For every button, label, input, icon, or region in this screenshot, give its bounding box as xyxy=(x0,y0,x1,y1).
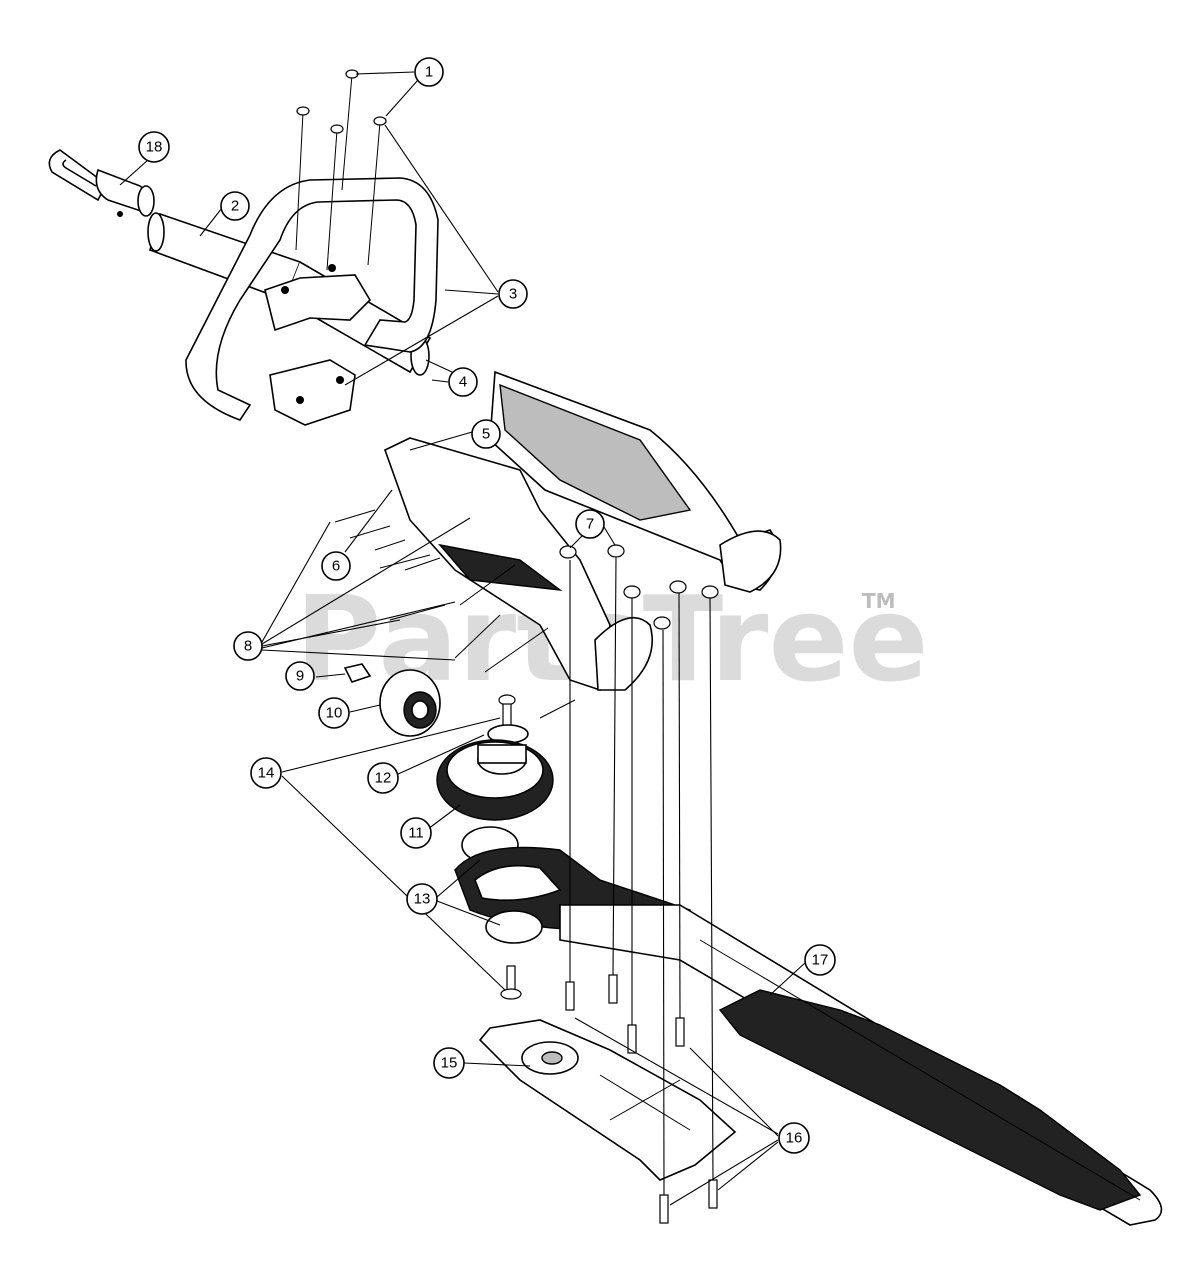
callout-14: 14 xyxy=(250,757,282,789)
part-15-cover xyxy=(478,1019,737,1181)
callout-17-label: 17 xyxy=(812,952,829,969)
part-5-housing-lower xyxy=(384,437,654,692)
part-17-blade xyxy=(559,904,1163,1226)
part-5-housing-upper xyxy=(489,370,782,593)
callout-1-label: 1 xyxy=(425,64,433,81)
handle-loop xyxy=(185,177,439,426)
callout-16-label: 16 xyxy=(786,1130,803,1147)
callout-8-label: 8 xyxy=(244,638,252,655)
callout-15: 15 xyxy=(433,1047,465,1079)
callout-10-label: 10 xyxy=(326,705,343,722)
part-11-gear xyxy=(436,739,554,821)
callout-4: 4 xyxy=(448,367,478,397)
part-9-pin xyxy=(343,663,372,683)
callout-18: 18 xyxy=(138,131,170,163)
part-10-pinion xyxy=(379,669,441,737)
callout-9-label: 9 xyxy=(296,668,304,685)
callout-11: 11 xyxy=(400,817,432,849)
callout-9: 9 xyxy=(285,661,315,691)
part-1-screws xyxy=(295,69,387,271)
callout-7-label: 7 xyxy=(586,516,594,533)
callout-4-label: 4 xyxy=(459,374,467,391)
part-8-screws xyxy=(334,509,576,719)
callout-15-label: 15 xyxy=(441,1055,458,1072)
callout-16: 16 xyxy=(778,1122,810,1154)
callout-17: 17 xyxy=(804,944,836,976)
part-7-nuts xyxy=(559,544,719,630)
callout-14-label: 14 xyxy=(258,765,275,782)
callout-6: 6 xyxy=(321,551,351,581)
callout-7: 7 xyxy=(575,509,605,539)
callout-3-label: 3 xyxy=(509,286,517,303)
part-12-washer-screw xyxy=(487,694,529,744)
callout-3: 3 xyxy=(498,279,528,309)
callout-18-label: 18 xyxy=(146,139,163,156)
callout-2-label: 2 xyxy=(231,198,239,215)
watermark-trademark: TM xyxy=(862,589,896,613)
callout-6-label: 6 xyxy=(332,558,340,575)
callout-5-label: 5 xyxy=(482,426,490,443)
leader-lines xyxy=(119,71,807,1206)
callout-12: 12 xyxy=(367,762,399,794)
callout-11-label: 11 xyxy=(408,825,424,842)
callout-13: 13 xyxy=(406,883,438,915)
part-18-hanger xyxy=(48,149,155,217)
part-16-screws xyxy=(565,974,718,1224)
callout-1: 1 xyxy=(414,57,444,87)
callout-10: 10 xyxy=(318,697,350,729)
callout-12-label: 12 xyxy=(375,770,392,787)
part-14-screw xyxy=(500,965,522,1000)
callout-5: 5 xyxy=(471,419,501,449)
callout-8: 8 xyxy=(233,631,263,661)
callout-13-label: 13 xyxy=(414,891,431,908)
callout-2: 2 xyxy=(220,191,250,221)
